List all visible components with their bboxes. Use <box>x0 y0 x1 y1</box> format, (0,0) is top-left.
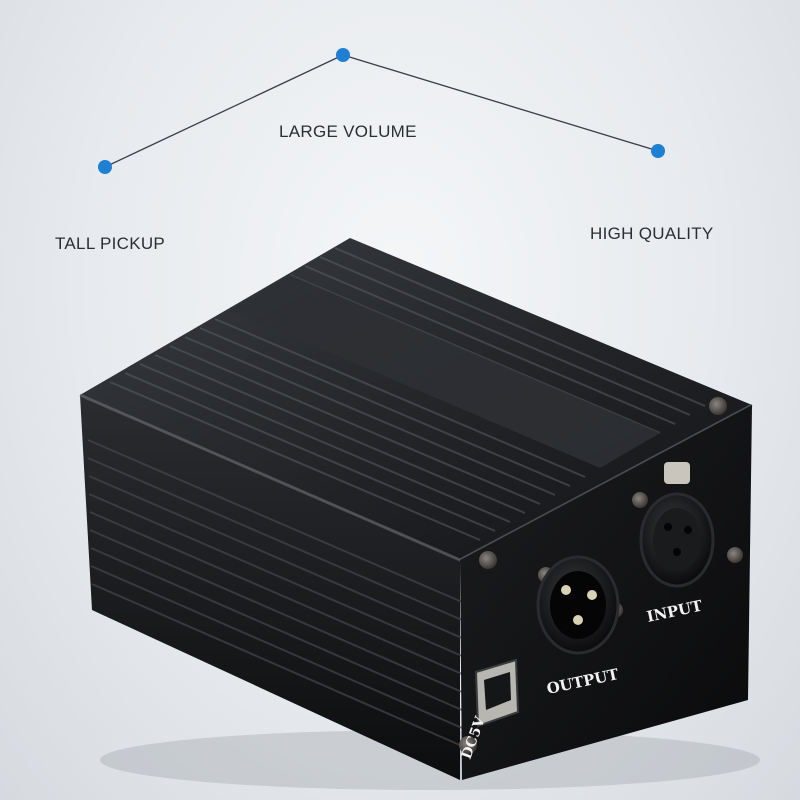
feature-label-tall-pickup: TALL PICKUP <box>55 234 166 253</box>
side-fins <box>87 439 463 747</box>
usb-b-port-icon <box>474 658 520 728</box>
xlr-input-connector-icon <box>639 462 715 588</box>
top-center-band <box>230 275 660 468</box>
screw-icon <box>727 547 743 563</box>
callout-line-left <box>104 54 344 168</box>
box-top <box>80 238 752 560</box>
xlr-output-connector-icon <box>536 555 620 655</box>
feature-label-large-volume: LARGE VOLUME <box>279 122 417 141</box>
screw-icon <box>632 492 648 508</box>
feature-label-high-quality: HIGH QUALITY <box>590 224 714 243</box>
screw-icon <box>479 551 497 569</box>
latch-icon <box>664 462 690 484</box>
callout-dot-right <box>651 144 665 158</box>
box-left-side <box>80 395 460 780</box>
callout-dot-top <box>336 48 350 62</box>
callout-line-right <box>342 54 659 152</box>
callout-dot-left <box>98 160 112 174</box>
screw-icon <box>709 397 727 415</box>
screw-icon <box>459 736 477 754</box>
